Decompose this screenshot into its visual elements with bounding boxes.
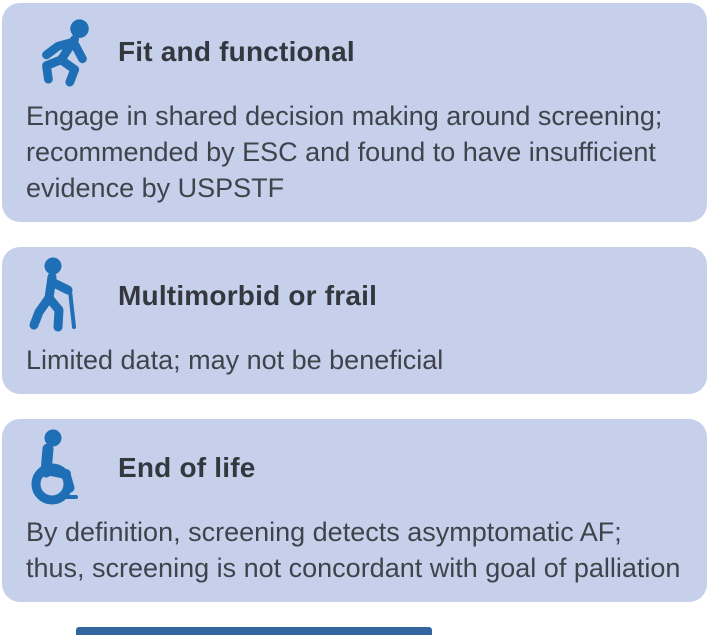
card-title: End of life <box>118 452 256 483</box>
card-title: Multimorbid or frail <box>118 280 378 311</box>
wheelchair-icon <box>26 428 108 508</box>
card-header: Multimorbid or frail <box>26 255 687 337</box>
card-body-text: Engage in shared decision making around … <box>26 101 663 203</box>
card-body-text: Limited data; may not be beneficial <box>26 345 444 375</box>
runner-icon <box>26 17 108 87</box>
card-multimorbid-or-frail: Multimorbid or frail Limited data; may n… <box>2 247 707 394</box>
card-header: End of life <box>26 427 687 509</box>
card-body-text: By definition, screening detects asympto… <box>26 517 681 583</box>
walking-with-cane-icon <box>26 256 108 336</box>
card-title: Fit and functional <box>118 36 355 67</box>
card-fit-and-functional: Fit and functional Engage in shared deci… <box>2 3 707 222</box>
partial-bottom-element <box>76 627 432 635</box>
card-end-of-life: End of life By definition, screening det… <box>2 419 707 602</box>
card-header: Fit and functional <box>26 11 687 93</box>
